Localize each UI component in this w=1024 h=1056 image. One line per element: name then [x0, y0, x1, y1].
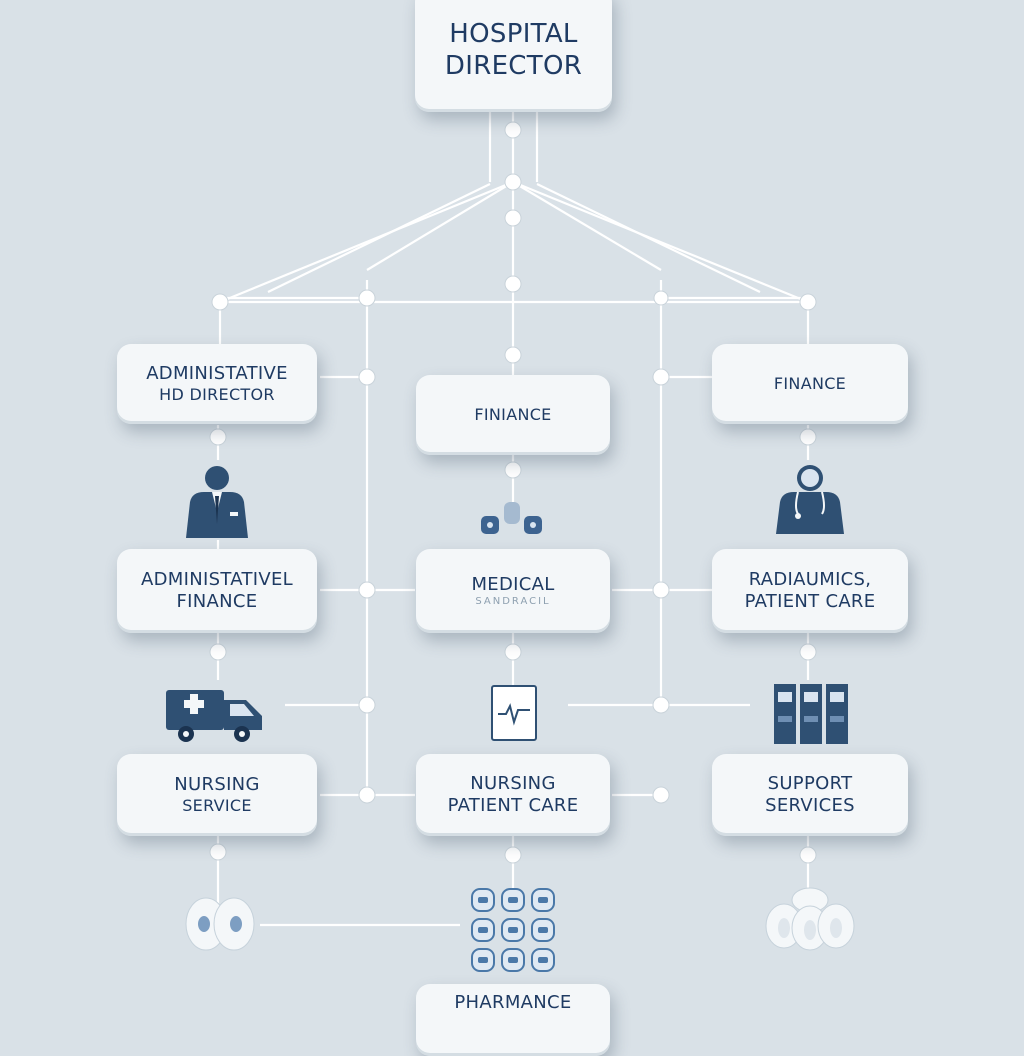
node-finance-right[interactable]: FINANCE [712, 344, 908, 424]
node-radiaumics-patient-care[interactable]: RADIAUMICS, PATIENT CARE [712, 549, 908, 633]
node-support-services[interactable]: SUPPORT SERVICES [712, 754, 908, 836]
node-label-line1: FINIANCE [474, 405, 552, 424]
director-person-icon [186, 466, 248, 538]
node-hospital-director[interactable]: HOSPITAL DIRECTOR [415, 0, 612, 112]
node-label-line1: ADMINISTATIVEL [141, 568, 293, 590]
junction-dots [209, 121, 817, 864]
node-nursing-service[interactable]: NURSING SERVICE [117, 754, 317, 836]
node-pharmacy[interactable]: PHARMANCE [416, 984, 610, 1056]
node-label-line2: PATIENT CARE [447, 795, 579, 816]
pill-cluster-icon [481, 502, 542, 534]
org-chart: HOSPITAL DIRECTOR ADMINISTATIVE HD DIREC… [117, 0, 908, 1056]
pill-pair-icon [185, 897, 255, 951]
node-label-line2: PATIENT CARE [744, 591, 876, 612]
node-label-line1: ADMINISTATIVE [146, 362, 288, 384]
node-label-line2: SERVICE [182, 796, 252, 816]
node-label-line2: HD DIRECTOR [159, 385, 275, 405]
node-sublabel: SANDRACIL [475, 596, 551, 607]
node-label-line1: MEDICAL [471, 573, 555, 595]
node-finance-center[interactable]: FINIANCE [416, 375, 610, 455]
file-cabinet-icon [774, 684, 848, 744]
node-label-line1: PHARMANCE [454, 992, 572, 1013]
node-administrative-finance[interactable]: ADMINISTATIVEL FINANCE [117, 549, 317, 633]
node-administrative-hd-director[interactable]: ADMINISTATIVE HD DIRECTOR [117, 344, 317, 424]
node-medical[interactable]: MEDICAL SANDRACIL [416, 549, 610, 633]
ecg-monitor-icon [491, 685, 537, 741]
node-nursing-patient-care[interactable]: NURSING PATIENT CARE [416, 754, 610, 836]
node-label-line1: NURSING [174, 773, 260, 795]
capsules-icon [765, 887, 855, 951]
node-label-line2: DIRECTOR [444, 51, 583, 81]
ambulance-icon [166, 690, 262, 742]
node-label-line1: RADIAUMICS, [748, 568, 872, 590]
node-label-line1: FINANCE [773, 374, 847, 393]
node-label-line2: FINANCE [176, 591, 258, 612]
node-label-line2: SERVICES [765, 795, 855, 816]
pill-grid-icon [471, 888, 555, 972]
connector-lines [209, 110, 817, 927]
doctor-person-icon [776, 465, 844, 534]
node-label-line1: HOSPITAL [449, 18, 578, 49]
node-label-line1: SUPPORT [767, 772, 853, 794]
node-label-line1: NURSING [470, 772, 556, 794]
